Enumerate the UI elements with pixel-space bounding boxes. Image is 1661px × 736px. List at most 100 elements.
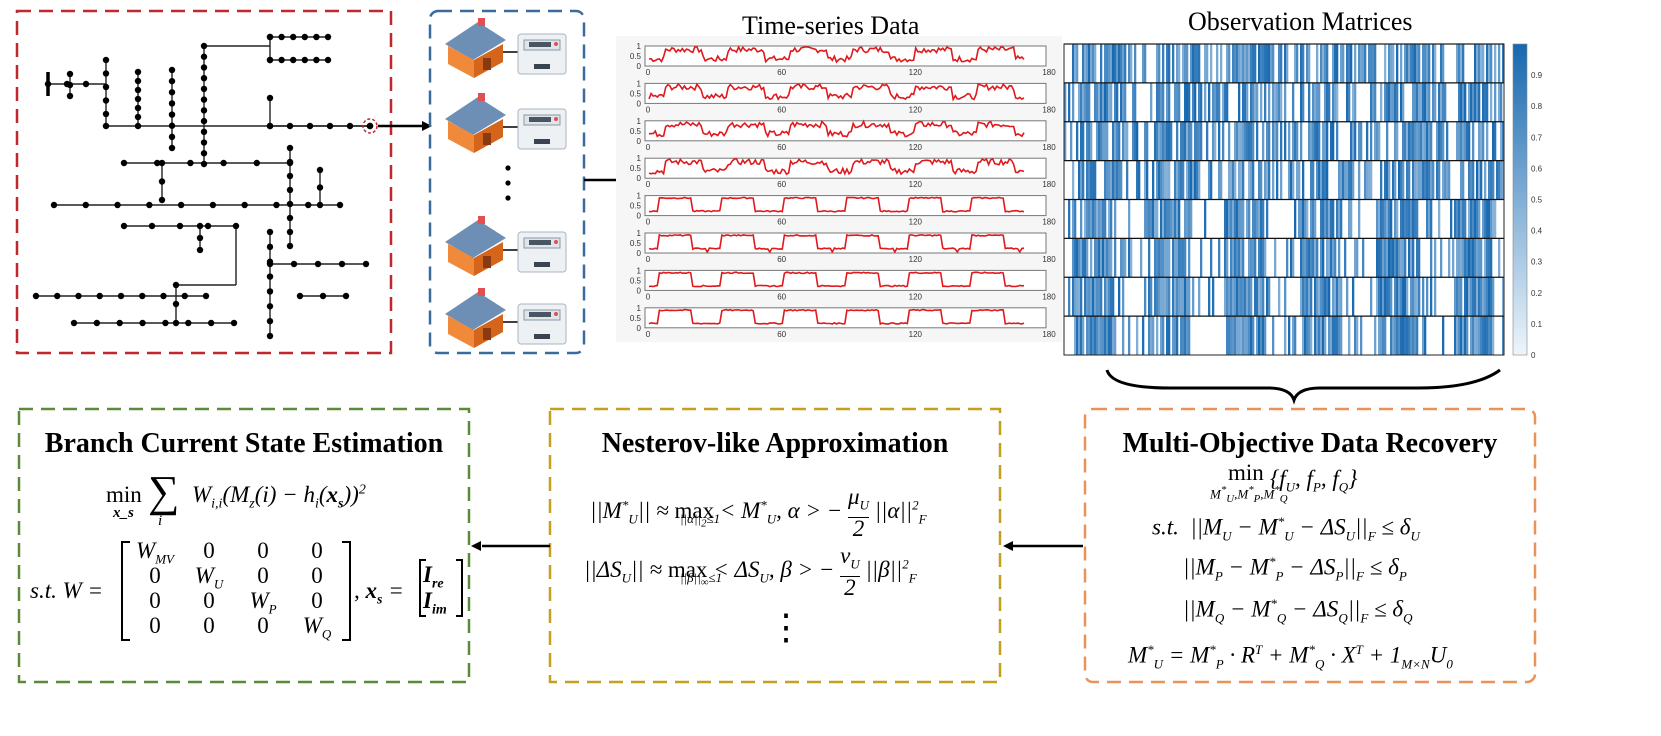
bus-node: [346, 122, 354, 130]
heatmap-cell: [1388, 82, 1391, 122]
bus-node: [316, 166, 324, 174]
heatmap-cell: [1390, 199, 1393, 239]
heatmap-cell: [1124, 44, 1127, 83]
heatmap-cell: [1174, 199, 1177, 239]
y-tick-label: 0: [637, 62, 642, 71]
heatmap-cell: [1252, 160, 1255, 200]
heatmap-cell: [1332, 199, 1335, 239]
heatmap-cell: [1418, 82, 1421, 122]
heatmap-cell: [1178, 199, 1181, 239]
y-tick-label: 1: [637, 154, 642, 163]
heatmap-cell: [1464, 277, 1467, 317]
xs-vector-im: Iim: [423, 588, 447, 618]
heatmap-cell: [1334, 277, 1337, 317]
heatmap-cell: [1234, 160, 1237, 200]
heatmap-cell: [1162, 160, 1165, 200]
x-tick-label: 180: [1042, 218, 1056, 227]
heatmap-cell: [1278, 277, 1281, 317]
heatmap-cell: [1406, 199, 1409, 239]
bus-node: [286, 172, 294, 180]
heatmap-cell: [1404, 316, 1407, 356]
x-tick-label: 60: [777, 218, 786, 227]
heatmap-cell: [1086, 121, 1089, 161]
arrowhead-recovery-to-nesterov: [1003, 541, 1013, 551]
heatmap-cell: [1118, 160, 1121, 200]
heatmap-cell: [1172, 238, 1175, 278]
house-icon: [445, 93, 506, 153]
bus-node: [306, 122, 314, 130]
heatmap-cell: [1270, 44, 1273, 83]
heatmap-cell: [1394, 199, 1397, 239]
heatmap-cell: [1168, 82, 1171, 122]
heatmap-cell: [1280, 44, 1283, 83]
heatmap-cell: [1236, 199, 1239, 239]
heatmap-cell: [1390, 82, 1393, 122]
bus-node: [117, 292, 125, 300]
heatmap-cell: [1472, 160, 1475, 200]
heatmap-cell: [1476, 44, 1479, 83]
heatmap-cell: [1380, 238, 1383, 278]
heatmap-cell: [1064, 121, 1067, 161]
heatmap-cell: [1492, 277, 1495, 317]
heatmap-cell: [1262, 238, 1265, 278]
heatmap-cell: [1298, 160, 1301, 200]
heatmap-cell: [1094, 316, 1097, 356]
recovery-voltage-equation: M*U = M*P · RT + M*Q · XT + 1M×NU0: [1128, 642, 1453, 672]
heatmap-cell: [1140, 238, 1143, 278]
heatmap-cell: [1390, 238, 1393, 278]
heatmap-cell: [1192, 277, 1195, 317]
heatmap-cell: [1392, 238, 1395, 278]
heatmap-cell: [1260, 238, 1263, 278]
heatmap-cell: [1494, 44, 1497, 83]
bus-node: [286, 122, 294, 130]
heatmap-cell: [1156, 277, 1159, 317]
heatmap-cell: [1164, 277, 1167, 317]
bus-node: [146, 201, 153, 209]
sum-symbol: ∑: [148, 467, 180, 516]
heatmap-cell: [1164, 238, 1167, 278]
heatmap-cell: [1176, 121, 1179, 161]
heatmap-cell: [1336, 199, 1339, 239]
heatmap-cell: [1484, 160, 1487, 200]
heatmap-cell: [1290, 238, 1293, 278]
heatmap-cell: [1094, 238, 1097, 278]
heatmap-cell: [1250, 44, 1253, 83]
heatmap-cell: [1242, 316, 1245, 356]
heatmap-cell: [1392, 160, 1395, 200]
heatmap-cell: [1414, 121, 1417, 161]
heatmap-cell: [1124, 121, 1127, 161]
heatmap-cell: [1288, 121, 1291, 161]
heatmap-cell: [1410, 44, 1413, 83]
heatmap-cell: [1500, 82, 1503, 122]
heatmap-cell: [1396, 44, 1399, 83]
heatmap-cell: [1460, 160, 1463, 200]
heatmap-cell: [1484, 316, 1487, 356]
heatmap-cell: [1294, 44, 1297, 83]
weight-matrix-cell: 0: [311, 538, 323, 563]
heatmap-cell: [1106, 82, 1109, 122]
bus-node: [200, 53, 208, 60]
heatmap-cell: [1160, 199, 1163, 239]
heatmap-cell: [1086, 160, 1089, 200]
heatmap-cell: [1370, 82, 1373, 122]
heatmap-cell: [1134, 44, 1137, 83]
heatmap-cell: [1386, 277, 1389, 317]
heatmap-cell: [1274, 121, 1277, 161]
heatmap-cell: [1440, 44, 1443, 83]
heatmap-cell: [1350, 121, 1353, 161]
heatmap-cell: [1442, 44, 1445, 83]
heatmap-cell: [1184, 316, 1187, 356]
heatmap-cell: [1118, 121, 1121, 161]
heatmap-cell: [1162, 121, 1165, 161]
heatmap-cell: [1180, 160, 1183, 200]
bus-node: [241, 201, 248, 209]
heatmap-cell: [1416, 160, 1419, 200]
heatmap-cell: [1252, 238, 1255, 278]
heatmap-cell: [1300, 121, 1303, 161]
heatmap-cell: [1252, 121, 1255, 161]
bus-node: [278, 33, 285, 41]
heatmap-cell: [1266, 160, 1269, 200]
heatmap-cell: [1284, 316, 1287, 356]
heatmap-cell: [1080, 160, 1083, 200]
bus-node: [176, 222, 184, 230]
